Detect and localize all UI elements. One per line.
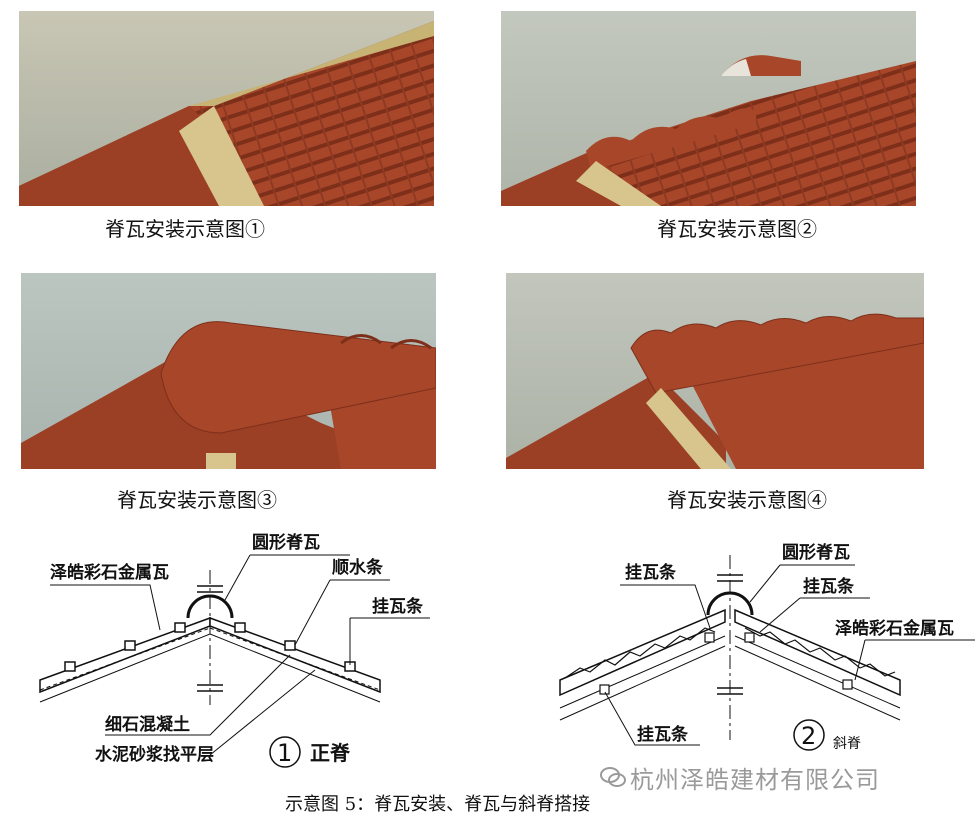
photo-ridge-step-1 <box>19 11 434 206</box>
hip-ridge-section-diagram: 挂瓦条 圆形脊瓦 挂瓦条 泽皓彩石金属瓦 挂瓦条 2 斜脊 <box>559 542 975 752</box>
diagram1-title: 正脊 <box>310 741 351 765</box>
hip-round-ridge-shape <box>706 591 754 616</box>
label-round-ridge: 圆形脊瓦 <box>252 532 320 553</box>
label-metal-tile: 泽皓彩石金属瓦 <box>50 562 169 583</box>
label-concrete: 细石混凝土 <box>105 714 190 735</box>
photo-caption-1: 脊瓦安装示意图① <box>105 217 265 241</box>
label-mortar: 水泥砂浆找平层 <box>95 744 214 765</box>
photo-caption-3: 脊瓦安装示意图③ <box>117 488 277 512</box>
diagram2-number: 2 <box>801 722 816 750</box>
roof-render-4 <box>506 273 924 469</box>
diagram1-number: 1 <box>277 739 292 767</box>
photo-ridge-step-3 <box>21 273 436 469</box>
ridge-section-diagram: 泽皓彩石金属瓦 圆形脊瓦 顺水条 挂瓦条 细石混凝土 水泥砂浆找平层 1 正脊 <box>39 532 430 768</box>
label-hip-round-ridge: 圆形脊瓦 <box>782 542 850 563</box>
right-slope <box>209 616 381 694</box>
figure-caption: 示意图 5：脊瓦安装、脊瓦与斜脊搭接 <box>285 794 591 815</box>
label-hip-tile-batten-right: 挂瓦条 <box>803 576 855 597</box>
round-ridge-tile-shape <box>186 594 234 619</box>
photo-caption-4: 脊瓦安装示意图④ <box>667 488 827 512</box>
label-tile-batten: 挂瓦条 <box>372 596 424 617</box>
watermark-text: 杭州泽皓建材有限公司 <box>630 766 880 794</box>
diagram2-title: 斜脊 <box>833 736 861 752</box>
photo-ridge-step-4 <box>506 273 924 469</box>
watermark: 杭州泽皓建材有限公司 <box>600 760 880 795</box>
roof-render-3 <box>21 273 436 469</box>
label-hip-tile-batten-top: 挂瓦条 <box>625 562 677 583</box>
photo-caption-2: 脊瓦安装示意图② <box>657 217 817 241</box>
label-counter-batten: 顺水条 <box>332 557 384 578</box>
roof-render-2 <box>501 11 916 206</box>
hip-battens <box>599 632 853 695</box>
tile-battens <box>64 622 356 672</box>
photo-ridge-step-2 <box>501 11 916 206</box>
label-hip-tile-batten-bottom: 挂瓦条 <box>637 724 689 745</box>
label-hip-metal-tile: 泽皓彩石金属瓦 <box>835 618 954 639</box>
roof-render-1 <box>19 11 434 206</box>
wechat-icon <box>600 766 626 794</box>
